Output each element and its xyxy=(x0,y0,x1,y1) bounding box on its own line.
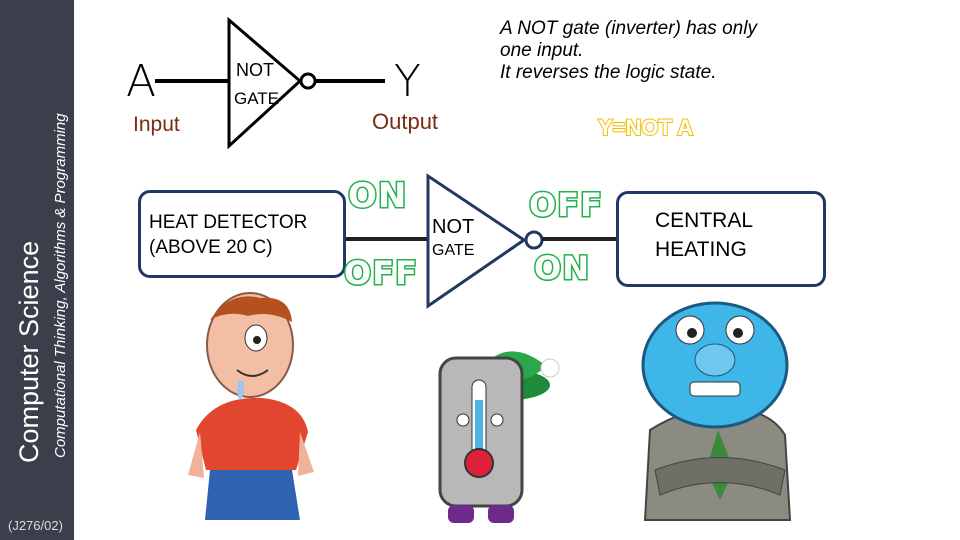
input-off-state: OFF xyxy=(343,253,419,294)
input-on-state: ON xyxy=(346,175,408,218)
heat-detector-box: HEAT DETECTOR (ABOVE 20 C) xyxy=(138,190,346,278)
sidebar: Computer Science Computational Thinking,… xyxy=(0,0,74,540)
frozen-person-illustration xyxy=(641,301,792,521)
output-label: Output xyxy=(372,109,439,134)
formula: Y=NOT A xyxy=(597,114,694,141)
gate-description: A NOT gate (inverter) has only one input… xyxy=(500,18,757,84)
central-heating-box: CENTRAL HEATING xyxy=(616,191,826,287)
middle-not-gate-triangle xyxy=(426,173,527,309)
input-label: Input xyxy=(133,113,180,136)
detector-line-2: (ABOVE 20 C) xyxy=(149,237,273,258)
top-inversion-bubble xyxy=(299,72,317,90)
detector-line-1: HEAT DETECTOR xyxy=(149,212,308,233)
note-line-3: It reverses the logic state. xyxy=(500,62,717,83)
output-letter: Y xyxy=(394,56,421,107)
input-letter: A xyxy=(126,56,157,107)
output-on-state: ON xyxy=(533,248,591,289)
note-line-2: one input. xyxy=(500,40,584,61)
paper-code: (J276/02) xyxy=(8,518,63,533)
note-line-1: A NOT gate (inverter) has only xyxy=(500,18,757,39)
middle-inversion-bubble xyxy=(524,230,544,250)
heating-line-2: HEATING xyxy=(655,238,747,261)
hot-person-illustration xyxy=(188,292,314,520)
thermometer-illustration xyxy=(438,351,560,523)
heating-line-1: CENTRAL xyxy=(655,209,754,232)
middle-gate-sublabel: GATE xyxy=(432,242,475,259)
top-not-gate-triangle xyxy=(227,16,303,150)
top-gate-label: NOT xyxy=(236,60,274,80)
middle-gate-label: NOT xyxy=(432,216,475,238)
top-gate-sublabel: GATE xyxy=(234,89,280,108)
output-off-state: OFF xyxy=(528,185,604,226)
